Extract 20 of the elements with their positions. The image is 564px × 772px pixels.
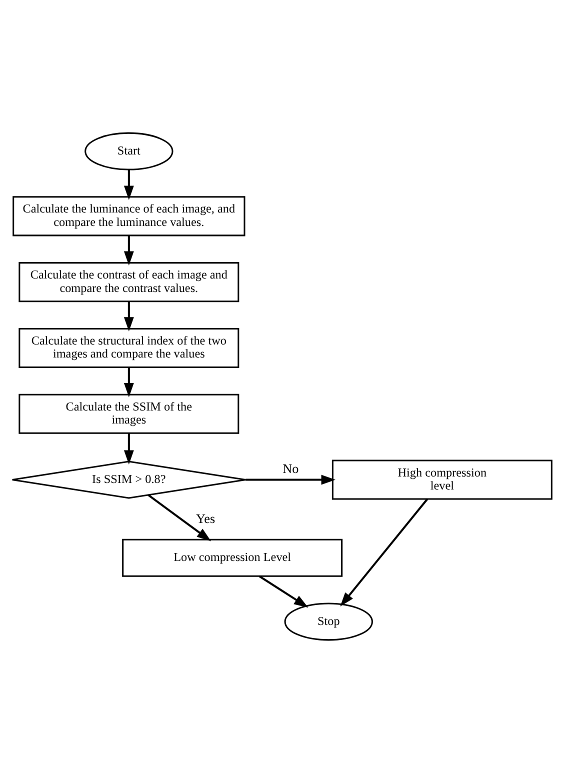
- node-box: Low compression Level: [122, 538, 343, 576]
- arrow: [124, 235, 134, 265]
- arrow: [124, 432, 134, 464]
- arrow: [124, 366, 134, 397]
- node-box: Calculate the SSIM of the images: [18, 393, 240, 434]
- node-box: Calculate the contrast of each image and compare the contrast values.: [18, 262, 240, 302]
- node-diamond: Is SSIM > 0.8?: [12, 460, 246, 498]
- node-box: High compression level: [332, 459, 552, 500]
- node-box: Calculate the luminance of each image, and compare the luminance values.: [12, 196, 246, 236]
- edge-label: No: [282, 460, 299, 476]
- edge-label: Yes: [196, 510, 216, 526]
- arrow: [124, 169, 134, 200]
- arrow: [148, 494, 212, 541]
- arrow: [246, 474, 336, 484]
- node-box: Calculate the structural index of the two images and compare the values: [18, 327, 240, 368]
- node-ellipse: Start: [84, 132, 174, 170]
- node-ellipse: Stop: [284, 602, 373, 640]
- arrow: [258, 574, 308, 608]
- arrow: [340, 498, 428, 606]
- arrow: [124, 301, 134, 331]
